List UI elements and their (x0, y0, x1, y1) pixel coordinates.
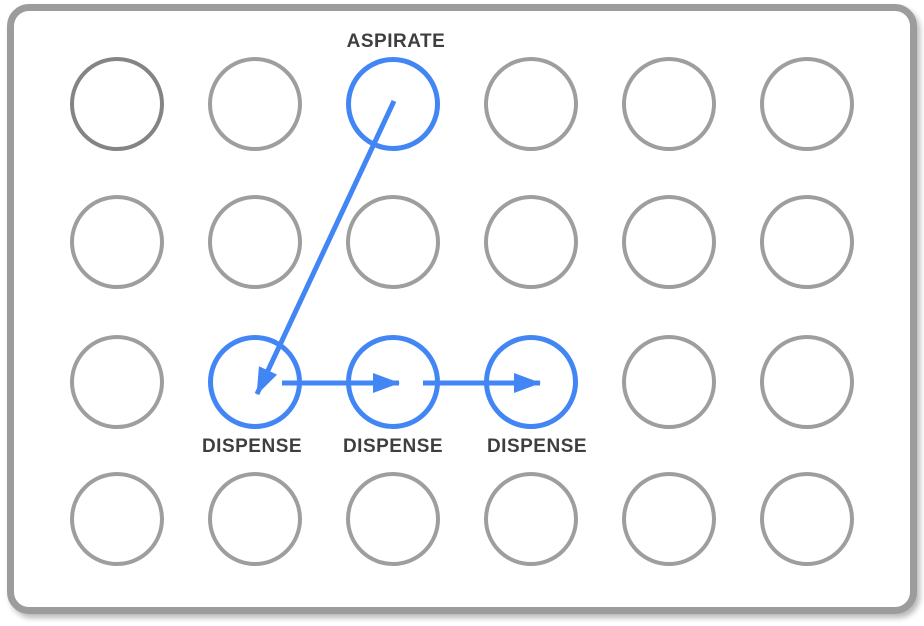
well-r1c5 (622, 57, 716, 151)
well-r1c6 (760, 57, 854, 151)
well-r3c5 (622, 335, 716, 429)
well-r3c6 (760, 335, 854, 429)
dispense-label-1: DISPENSE (201, 436, 303, 457)
well-r4c1 (70, 472, 164, 566)
well-r4c4 (484, 472, 578, 566)
well-aspirate (346, 57, 440, 151)
dispense-label-3: DISPENSE (486, 436, 588, 457)
well-r4c5 (622, 472, 716, 566)
well-r4c2 (208, 472, 302, 566)
well-r2c2 (208, 195, 302, 289)
well-r1c1 (70, 57, 164, 151)
well-dispense-2 (346, 335, 440, 429)
well-r2c6 (760, 195, 854, 289)
well-r2c4 (484, 195, 578, 289)
well-r2c1 (70, 195, 164, 289)
well-r4c3 (346, 472, 440, 566)
well-r3c1 (70, 335, 164, 429)
dispense-label-2: DISPENSE (342, 436, 444, 457)
well-r2c3 (346, 195, 440, 289)
aspirate-label: ASPIRATE (346, 31, 446, 52)
well-r4c6 (760, 472, 854, 566)
well-dispense-1 (208, 335, 302, 429)
well-dispense-3 (484, 335, 578, 429)
well-r1c4 (484, 57, 578, 151)
well-r1c2 (208, 57, 302, 151)
well-r2c5 (622, 195, 716, 289)
